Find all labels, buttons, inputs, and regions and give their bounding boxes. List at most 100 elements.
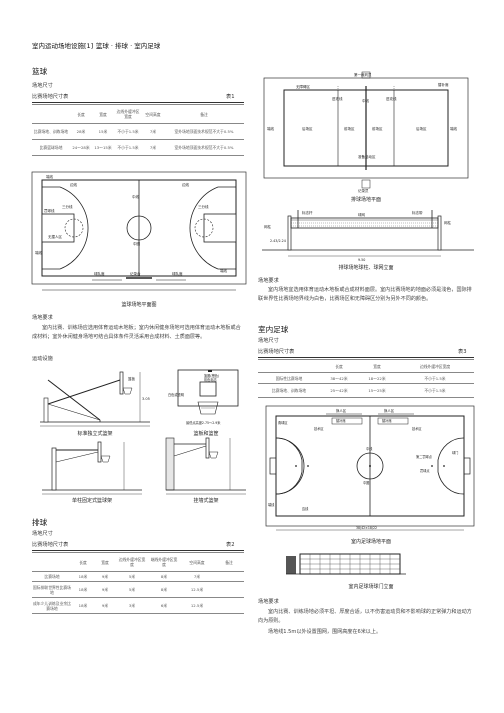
volleyball-elevation-caption: 排球场地球柱、球网立面 bbox=[338, 265, 394, 271]
plan-label: 记录员 bbox=[358, 188, 369, 193]
table-cell: 38～42米 bbox=[320, 372, 358, 384]
table-cell bbox=[214, 571, 244, 582]
table-header: 空间高度 bbox=[142, 104, 164, 124]
table-cell: 不小于1.5米 bbox=[396, 383, 474, 398]
futsal-size-label: 场地尺寸 bbox=[258, 338, 279, 344]
plan-label: 罚球线 bbox=[44, 208, 55, 213]
elev-label: 网柱 bbox=[444, 220, 452, 225]
page-title-main: 室内运动场地设施[1] bbox=[32, 42, 94, 50]
table-row: 国际排联世界性比赛场地 18米 9米 5米 8米 12.5米 bbox=[32, 581, 244, 598]
volleyball-size-table: 长度 宽度 边线外缓冲区宽度 端线外缓冲区宽度 空间高度 备注 比赛场地 18米… bbox=[32, 552, 244, 614]
table-cell: 室外场地顶面技术规范不大于0.5% bbox=[164, 139, 244, 156]
elev-label: 2.43/2.24 bbox=[270, 239, 286, 243]
plan-label: 第二罚球点 bbox=[416, 454, 433, 459]
volleyball-net-elevation: 网柱 标志杆 标志带 球网 网柱 2.43/2.24 9.50 bbox=[262, 210, 474, 262]
volleyball-table-number: 表2 bbox=[226, 542, 235, 548]
table-header: 边线外缓冲区宽度 bbox=[116, 552, 148, 572]
plan-label: 中线 bbox=[362, 98, 370, 103]
table-header-row: 长度 宽度 边线外缓冲区宽度 bbox=[258, 359, 474, 373]
basketball-court-plan: 端线 边线 边线 中线 中圈 三分线 三分线 罚球线 无撞人区 球队席 记录台 … bbox=[31, 171, 247, 291]
table-cell: 7米 bbox=[142, 123, 164, 140]
standard-hoop-figure: 篮板 3.05 bbox=[40, 371, 150, 427]
table-cell: 国际排联世界性比赛场地 bbox=[32, 581, 72, 598]
table-header: 备注 bbox=[164, 104, 244, 124]
plan-label: 三分线 bbox=[198, 204, 209, 209]
plan-label: 边线 bbox=[302, 506, 309, 511]
table-header: 长度 bbox=[70, 104, 92, 124]
futsal-table-rule bbox=[258, 357, 474, 358]
volleyball-heading: 排球 bbox=[32, 518, 48, 527]
table-cell: 5米 bbox=[116, 571, 148, 582]
table-header: 端线外缓冲区宽度 bbox=[148, 552, 180, 572]
table-cell: 13～15米 bbox=[92, 139, 114, 156]
single-post-hoop-figure bbox=[42, 441, 142, 495]
fig-label: 白色或透明 bbox=[168, 392, 184, 397]
basketball-plan-caption: 篮球场地平面图 bbox=[121, 302, 157, 308]
table-cell: 成年少儿训练及业余比赛场地 bbox=[32, 597, 72, 614]
table-cell: 28米 bbox=[70, 123, 92, 140]
futsal-req-heading: 场地要求 bbox=[258, 599, 279, 605]
plan-label: 端线 bbox=[267, 126, 275, 131]
table-cell: 24～28米 bbox=[70, 139, 92, 156]
table-cell: 比赛场地、训练场地 bbox=[258, 383, 320, 398]
basketball-table-number: 表1 bbox=[226, 94, 235, 100]
plan-label: 端线 bbox=[35, 250, 42, 255]
table-cell: 不小于1.5米 bbox=[114, 123, 142, 140]
table-header: 备注 bbox=[214, 552, 244, 572]
table-header-row: 长度 宽度 边线外缓冲区宽度 端线外缓冲区宽度 空间高度 备注 bbox=[32, 552, 244, 572]
plan-label: 进攻线 bbox=[386, 96, 397, 101]
futsal-heading: 室内足球 bbox=[258, 325, 289, 334]
table-cell: 12.5米 bbox=[180, 597, 214, 614]
basketball-req-heading: 场地要求 bbox=[32, 315, 53, 321]
table-cell: 9米 bbox=[94, 571, 116, 582]
plan-label: 边线 bbox=[182, 182, 189, 187]
plan-label: 后场区 bbox=[416, 126, 427, 131]
basketball-heading: 篮球 bbox=[32, 67, 48, 76]
plan-label: 边线 bbox=[70, 182, 77, 187]
plan-label: 替补席 bbox=[438, 82, 449, 87]
volleyball-table-caption: 比赛场地尺寸表 bbox=[32, 542, 69, 548]
plan-label: 无撞人区 bbox=[48, 234, 62, 239]
fig-label: 最低点高度2.75～2.9米 bbox=[186, 420, 221, 425]
volleyball-req-text: 室内场地宜选用体育运动木地板或合成材料面层。室内比赛场地的地面必须是浅色，国际排… bbox=[258, 287, 472, 302]
basketball-size-label: 场地尺寸 bbox=[32, 83, 53, 89]
plan-label: 38/42×18/22 bbox=[356, 526, 377, 530]
table-row: 比赛篮球场地 24～28米 13～15米 不小于1.5米 7米 室外场地顶面技术… bbox=[32, 139, 244, 156]
fig-label: 篮板 bbox=[128, 376, 135, 381]
table-header: 长度 bbox=[72, 552, 94, 572]
fig1-caption: 标准独立式篮架 bbox=[77, 431, 113, 437]
volleyball-req-heading: 场地要求 bbox=[258, 278, 279, 284]
plan-label: 替补席 bbox=[382, 418, 392, 423]
table-header: 宽度 bbox=[94, 552, 116, 572]
table-cell: 18米 bbox=[72, 581, 94, 598]
table-header bbox=[32, 104, 70, 124]
table-cell: 比赛场地 bbox=[32, 571, 72, 582]
plan-label: 进攻线 bbox=[332, 96, 343, 101]
table-row: 比赛场地、训练场地 25～42米 15～25米 不小于1.5米 bbox=[258, 383, 474, 398]
elev-label: 9.50 bbox=[358, 258, 365, 262]
table-header: 宽度 bbox=[92, 104, 114, 124]
table-header: 宽度 bbox=[358, 359, 396, 373]
plan-label: 球队席 bbox=[172, 271, 183, 276]
basketball-size-table: 长度 宽度 边线外缓冲区宽度 空间高度 备注 比赛场地、训练场地 28米 15米… bbox=[32, 104, 244, 156]
table-cell: 国际性比赛场地 bbox=[258, 372, 320, 384]
plan-label: 后场区 bbox=[302, 126, 313, 131]
plan-label: 前场区 bbox=[372, 126, 383, 131]
plan-label: 前场区 bbox=[344, 126, 355, 131]
table-row: 国际性比赛场地 38～42米 18～22米 不小于1.5米 bbox=[258, 372, 474, 384]
plan-label: 球门 bbox=[452, 450, 458, 455]
plan-label: 无障碍区 bbox=[296, 84, 310, 89]
plan-label: 中圈 bbox=[133, 241, 140, 246]
table-cell: 3米 bbox=[116, 597, 148, 614]
table-row: 比赛场地、训练场地 28米 15米 不小于1.5米 7米 室外场地顶面技术规范不… bbox=[32, 123, 244, 140]
page-title: 室内运动场地设施[1] 篮球 · 排球 · 室内足球 bbox=[32, 40, 160, 50]
table-cell: 不小于1.5米 bbox=[396, 372, 474, 384]
table-cell: 12.5米 bbox=[180, 581, 214, 598]
futsal-req-text-1: 室内比赛、训练场地必须平坦、厚度合适，以不伤害运动员和不影响球的正常弹力和运动方… bbox=[258, 609, 472, 624]
table-row: 比赛场地 18米 9米 5米 8米 7米 bbox=[32, 571, 244, 582]
basketball-req-text: 室内比赛、训练场应选用体育运动木地板；室内休闲健身场地可选用体育运动木地板或合成… bbox=[32, 325, 241, 340]
table-cell: 25～42米 bbox=[320, 383, 358, 398]
plan-label: 记录台 bbox=[130, 271, 141, 276]
table-row: 成年少儿训练及业余比赛场地 18米 9米 3米 6米 12.5米 bbox=[32, 597, 244, 614]
table-header-row: 长度 宽度 边线外缓冲区宽度 空间高度 备注 bbox=[32, 104, 244, 124]
